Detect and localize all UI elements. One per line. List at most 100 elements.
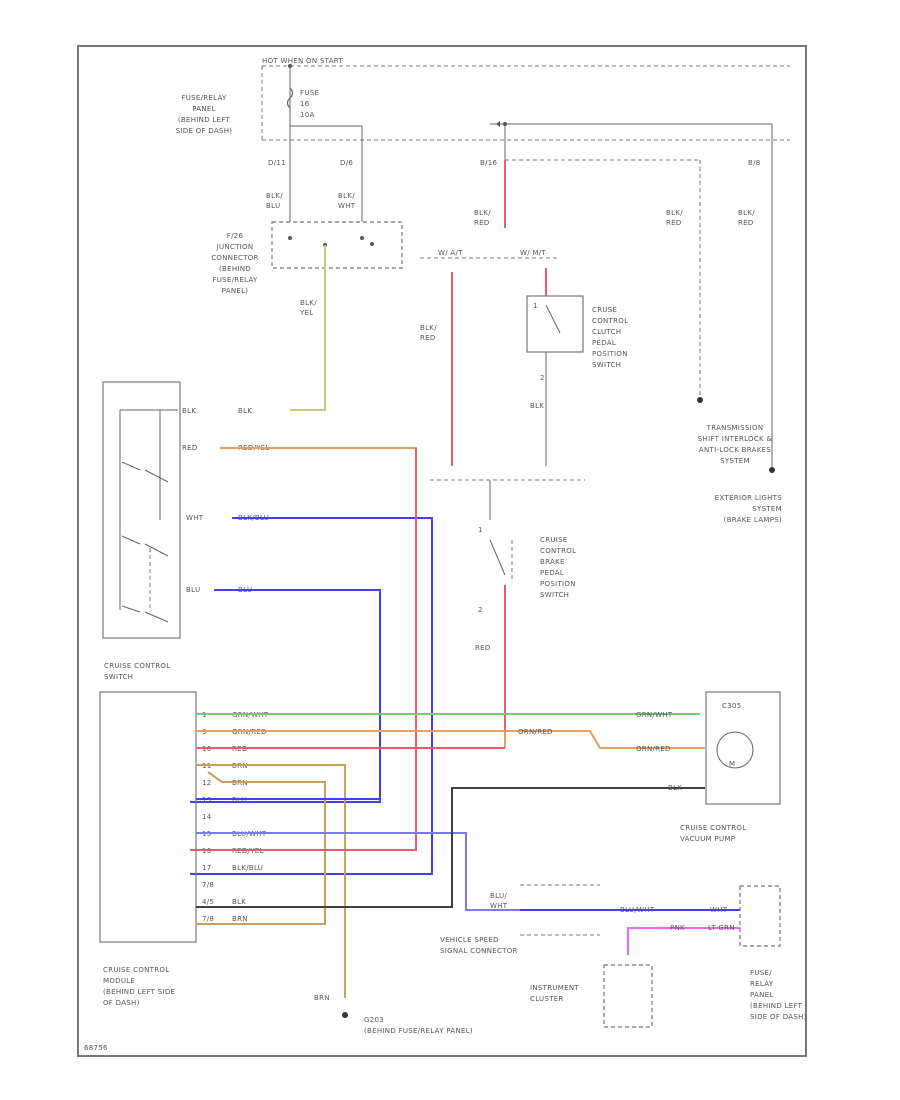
hot-bus-label: HOT WHEN ON START: [262, 57, 343, 65]
wire-blu: [190, 589, 381, 803]
svg-text:BLK/: BLK/: [300, 299, 317, 307]
svg-text:ANTI-LOCK BRAKES: ANTI-LOCK BRAKES: [699, 446, 771, 454]
vss-bluwht: BLU/WHT: [620, 906, 655, 914]
svg-text:SIGNAL CONNECTOR: SIGNAL CONNECTOR: [440, 947, 518, 955]
svg-text:JUNCTION: JUNCTION: [216, 243, 254, 251]
wire-blkred-a2: RED: [474, 219, 490, 227]
orn-red-right: ORN/RED: [636, 745, 671, 753]
sw-row-3-color: WHT: [186, 514, 204, 522]
clutch-pedal-switch: 1 2 BLK CRUSE CONTROL CLUTCH PEDAL POSIT…: [526, 295, 628, 466]
frp-line-3: (BEHIND LEFT: [178, 116, 231, 124]
ground-icon: [342, 1012, 348, 1018]
svg-text:POSITION: POSITION: [592, 350, 628, 358]
vacuum-pump: M C305 CRUISE CONTROL VACUUM PUMP: [680, 691, 781, 843]
svg-text:(BRAKE LAMPS): (BRAKE LAMPS): [724, 516, 782, 524]
svg-text:PEDAL: PEDAL: [592, 339, 616, 347]
svg-text:(BEHIND: (BEHIND: [219, 265, 251, 273]
sw-row-1-color: BLK: [182, 407, 196, 415]
sw-row-2-color: RED: [182, 444, 198, 452]
svg-text:BLK/: BLK/: [474, 209, 491, 217]
ccswitch-line-1: CRUISE CONTROL: [104, 662, 170, 670]
fuse-relay-panel-top: FUSE/RELAY PANEL (BEHIND LEFT SIDE OF DA…: [176, 64, 790, 470]
mp-13-wire: BRN: [232, 915, 248, 923]
svg-text:RED: RED: [474, 219, 490, 227]
svg-text:BLK/: BLK/: [338, 192, 355, 200]
wire-blkred-d1: BLK/: [420, 324, 437, 332]
brake-pedal-switch: 1 2 CRUISE CONTROL BRAKE PEDAL POSITION …: [478, 526, 576, 614]
instrument-cluster: INSTRUMENT CLUSTER: [530, 964, 653, 1028]
svg-text:RED: RED: [666, 219, 682, 227]
svg-text:FUSE/RELAY: FUSE/RELAY: [181, 94, 227, 102]
brake-line-1: CRUISE: [540, 536, 568, 544]
svg-text:MODULE: MODULE: [103, 977, 135, 985]
svg-text:10A: 10A: [300, 111, 315, 119]
svg-text:FUSE/RELAY: FUSE/RELAY: [212, 276, 258, 284]
junction-line-1: F/26: [227, 232, 244, 240]
wire-blkred-b2: RED: [666, 219, 682, 227]
mp-5-pin: 12: [202, 779, 212, 787]
wire-orn-red-2: [196, 730, 506, 748]
junction-connector: F/26 JUNCTION CONNECTOR (BEHIND FUSE/REL…: [211, 221, 403, 295]
wire-blkyel-2: YEL: [299, 309, 314, 317]
cruise-control-switch: CRUISE CONTROL SWITCH: [102, 381, 181, 681]
frp-line-2: PANEL: [192, 105, 216, 113]
junction-line-3: CONNECTOR: [211, 254, 259, 262]
wire-blu-wht: [196, 832, 520, 911]
svg-text:PANEL): PANEL): [222, 287, 249, 295]
clutch-line-4: PEDAL: [592, 339, 616, 347]
vss-line-1: VEHICLE SPEED: [440, 936, 499, 944]
svg-text:BLK/: BLK/: [666, 209, 683, 217]
svg-text:BLK/: BLK/: [420, 324, 437, 332]
svg-text:SIDE OF DASH): SIDE OF DASH): [750, 1013, 807, 1021]
svg-text:SWITCH: SWITCH: [540, 591, 569, 599]
pump-line-1: CRUISE CONTROL: [680, 824, 746, 832]
sw-row-1-wire: BLK: [238, 407, 252, 415]
frp-line-1: FUSE/RELAY: [181, 94, 227, 102]
junction-line-5: FUSE/RELAY: [212, 276, 258, 284]
ext-line-3: (BRAKE LAMPS): [724, 516, 782, 524]
module-line-2: MODULE: [103, 977, 135, 985]
wire-blkwht-2: WHT: [338, 202, 356, 210]
junction-line-6: PANEL): [222, 287, 249, 295]
wire-vss-pink: [627, 927, 740, 955]
brake-wire-red: RED: [475, 644, 491, 652]
module-line-4: OF DASH): [103, 999, 140, 1007]
clutch-line-5: POSITION: [592, 350, 628, 358]
svg-text:CRUSE: CRUSE: [592, 306, 617, 314]
wire-blkblu-2: BLU: [266, 202, 280, 210]
trans-line-3: ANTI-LOCK BRAKES: [699, 446, 771, 454]
pin-b16: B/16: [480, 159, 498, 167]
svg-text:BLK/: BLK/: [738, 209, 755, 217]
pin-b8: B/8: [748, 159, 761, 167]
clutch-line-2: CONTROL: [592, 317, 628, 325]
svg-text:SYSTEM: SYSTEM: [752, 505, 782, 513]
svg-text:CONTROL: CONTROL: [592, 317, 628, 325]
hot-bus: HOT WHEN ON START: [261, 57, 790, 140]
svg-text:BLU: BLU: [266, 202, 280, 210]
frp2-line-3: PANEL: [750, 991, 774, 999]
brake-line-5: POSITION: [540, 580, 576, 588]
module-line-3: (BEHIND LEFT SIDE: [103, 988, 175, 996]
mp-10-pin: 17: [202, 864, 212, 872]
vss-connector: BLU/ WHT BLU/WHT WHT PNK LT GRN VEHICLE …: [440, 884, 740, 955]
frp2-line-2: RELAY: [750, 980, 774, 988]
mp-11-pin: 7/8: [202, 881, 214, 889]
diagram-frame: [77, 45, 807, 1057]
junction-line-4: (BEHIND: [219, 265, 251, 273]
svg-text:FUSE: FUSE: [300, 89, 319, 97]
label-at: W/ A/T: [438, 249, 463, 257]
clutch-pin-2: 2: [540, 374, 545, 382]
wire-blkred-b1: BLK/: [666, 209, 683, 217]
grn-wht-right: GRN/WHT: [636, 711, 673, 719]
wire-blkblu-1: BLK/: [266, 192, 283, 200]
svg-text:EXTERIOR LIGHTS: EXTERIOR LIGHTS: [715, 494, 782, 502]
cluster-line-2: CLUSTER: [530, 995, 564, 1003]
svg-text:SWITCH: SWITCH: [592, 361, 621, 369]
svg-text:CLUTCH: CLUTCH: [592, 328, 621, 336]
svg-text:(BEHIND LEFT: (BEHIND LEFT: [750, 1002, 803, 1010]
brake-line-2: CONTROL: [540, 547, 576, 555]
brake-line-6: SWITCH: [540, 591, 569, 599]
ground-wire: BRN: [314, 994, 330, 1002]
svg-text:F/26: F/26: [227, 232, 244, 240]
